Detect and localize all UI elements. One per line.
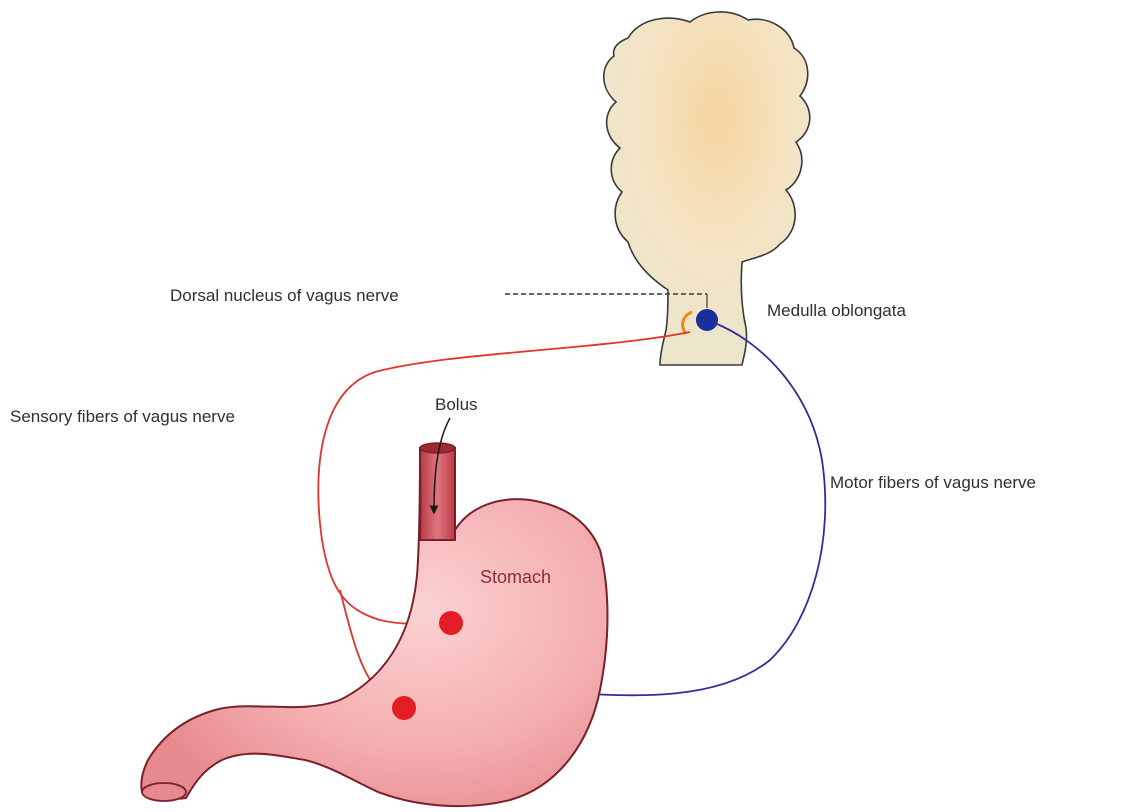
stretch-receptor-lower: [392, 696, 416, 720]
dorsal-nucleus-dot: [696, 309, 718, 331]
label-bolus: Bolus: [435, 395, 478, 414]
label-dorsal-nucleus: Dorsal nucleus of vagus nerve: [170, 286, 399, 305]
label-medulla-oblongata: Medulla oblongata: [767, 301, 906, 320]
label-stomach: Stomach: [480, 567, 551, 587]
stomach: [141, 443, 607, 806]
label-sensory-fibers: Sensory fibers of vagus nerve: [10, 407, 235, 426]
duodenum-opening: [142, 783, 186, 801]
stomach-body: [141, 448, 607, 806]
esophagus-opening: [420, 443, 455, 453]
stretch-receptor-upper: [439, 611, 463, 635]
label-motor-fibers: Motor fibers of vagus nerve: [830, 473, 1036, 492]
